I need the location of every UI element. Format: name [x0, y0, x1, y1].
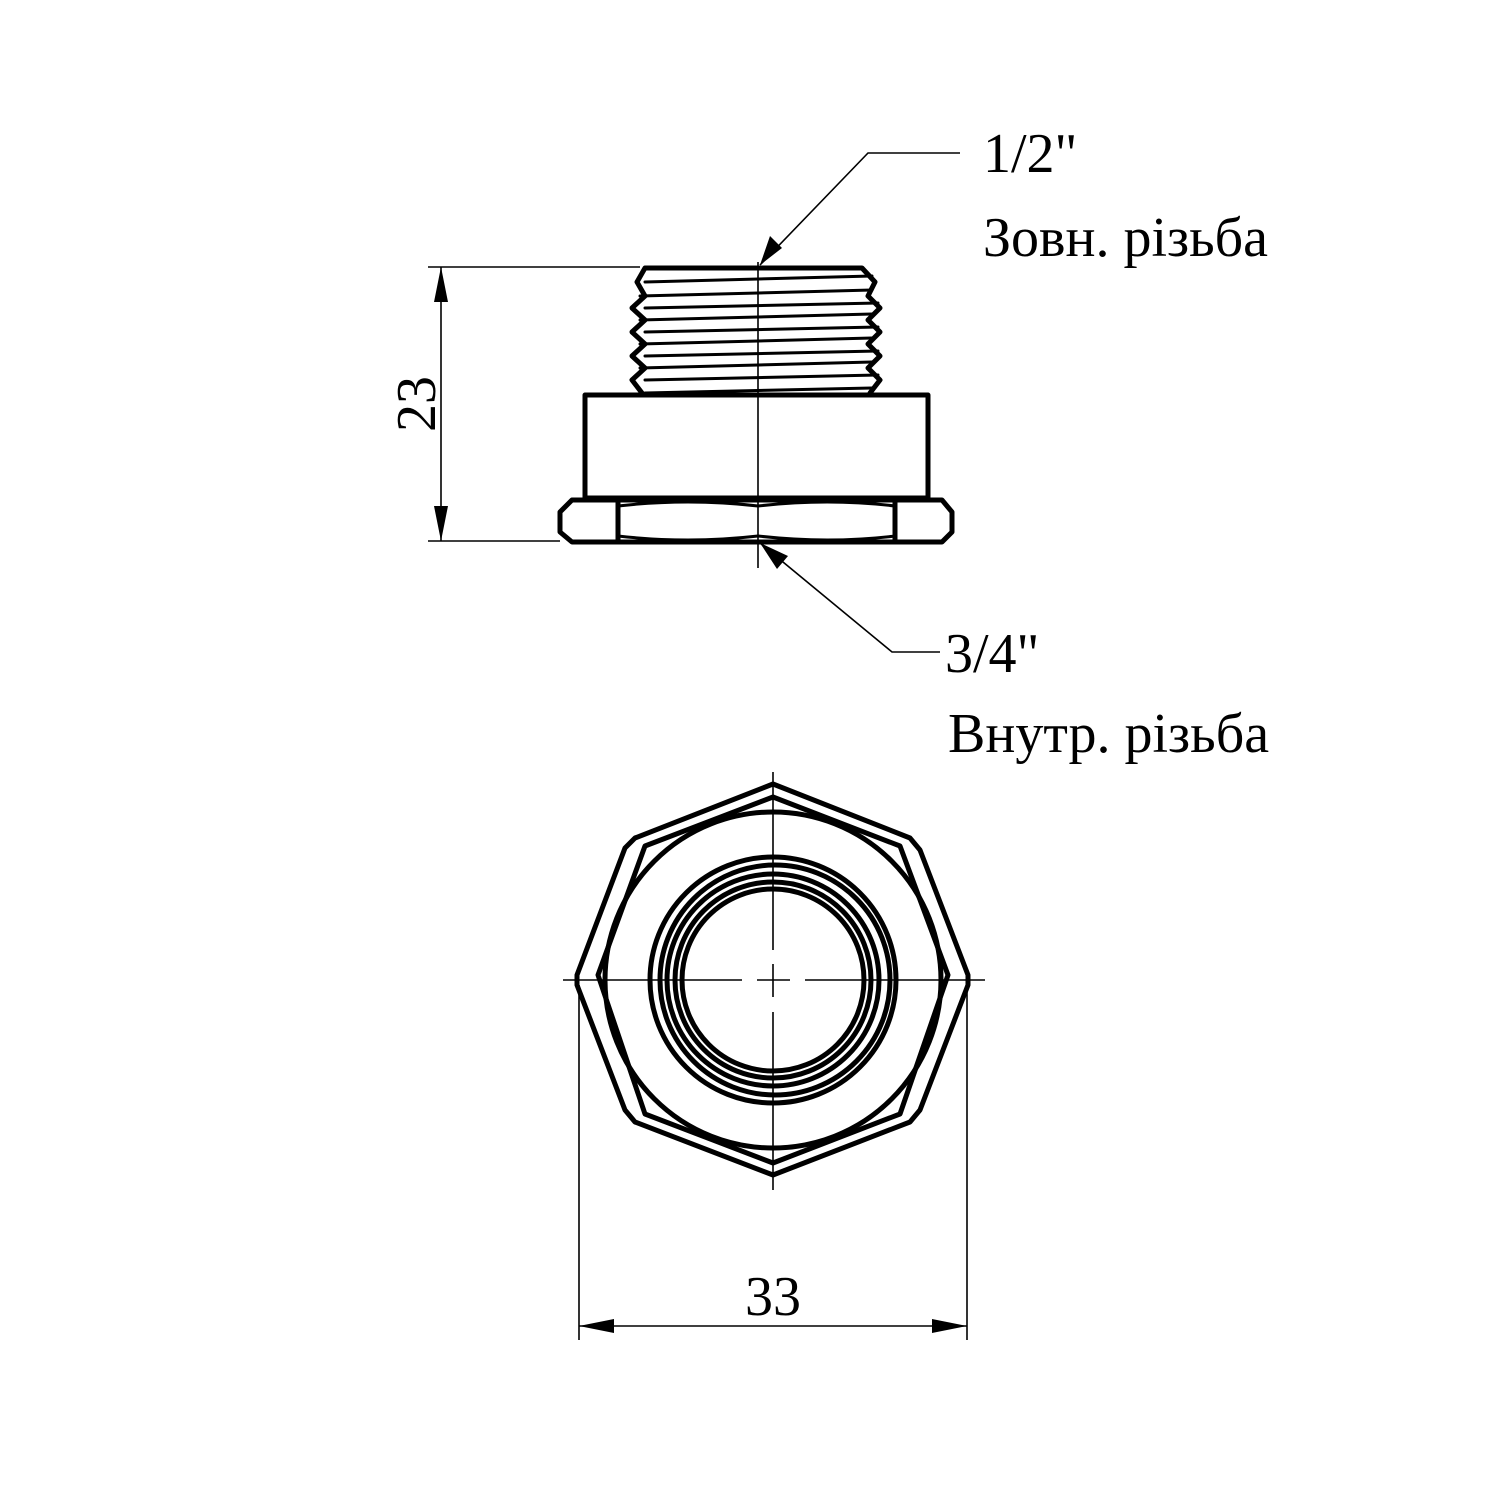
external-thread-size: 1/2"	[983, 123, 1077, 185]
width-dimension-label: 33	[745, 1266, 801, 1328]
width-dimension: 33	[578, 985, 968, 1340]
side-view	[557, 262, 955, 568]
internal-thread-callout: 3/4" Внутр. різьба	[759, 542, 1269, 765]
external-thread-description: Зовн. різьба	[983, 207, 1268, 269]
height-dimension: 23	[386, 266, 640, 542]
internal-thread-description: Внутр. різьба	[948, 703, 1269, 765]
height-dimension-label: 23	[386, 376, 448, 432]
body-collar	[582, 392, 931, 501]
hex-nut-side	[557, 497, 955, 545]
internal-thread-size: 3/4"	[945, 623, 1039, 685]
external-thread	[629, 265, 883, 396]
end-view	[563, 772, 985, 1190]
external-thread-callout: 1/2" Зовн. різьба	[759, 123, 1268, 269]
